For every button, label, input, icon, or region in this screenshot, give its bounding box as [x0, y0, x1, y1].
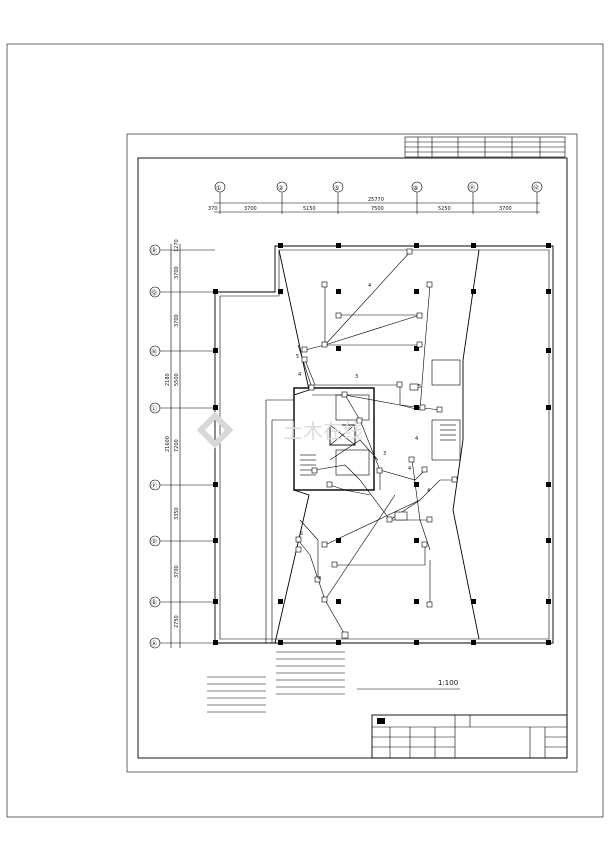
axis-label-left: Ⓠ [151, 289, 157, 297]
bay-dimension-left: 7200 [174, 439, 180, 452]
wire-label: 5 [296, 354, 299, 360]
building-outline [214, 245, 554, 644]
bay-dimension-top: 5250 [438, 206, 451, 212]
top-axis-row: ① ② ⑤ ⑧ ⑪ ⑫ 25770 370 3700 5150 7500 525… [208, 181, 543, 214]
wire-label: 5 [418, 384, 421, 390]
axis-label-top: ⑧ [413, 185, 418, 192]
watermark: 土木在线 [196, 411, 363, 449]
watermark-text: 土木在线 [283, 419, 363, 443]
axis-label-left: Ⓝ [151, 348, 157, 356]
wire-label: 4 [368, 283, 371, 289]
wire-label: 4 [415, 436, 418, 442]
legend-lines [207, 651, 345, 713]
revision-block [404, 136, 566, 158]
axis-label-top: ① [216, 185, 221, 192]
title-block [371, 714, 568, 759]
wire-label: 4 [298, 372, 301, 378]
axis-label-left: Ⓑ [151, 599, 157, 607]
bay-dimension-top: 5150 [303, 206, 316, 212]
bay-dimension-left: 3700 [174, 565, 180, 578]
axis-label-left: Ⓛ [151, 405, 157, 413]
overall-dimension-top: 25770 [368, 197, 384, 203]
wire-label: 4 [408, 466, 411, 472]
axis-label-top: ⑪ [469, 184, 475, 192]
electrical-devices [295, 248, 458, 639]
drawing-frame [126, 133, 578, 773]
axis-label-left: Ⓕ [151, 482, 157, 490]
sheet-outer-border [6, 43, 604, 818]
wire-label: 5 [300, 531, 303, 537]
bay-dimension-left: 5500 [174, 373, 180, 386]
bay-dimension-top: 7500 [371, 206, 384, 212]
bay-dimension-left: 3350 [174, 507, 180, 520]
bay-dimension-left: 3700 [174, 266, 180, 279]
overall-dimension-left: 21600 [165, 436, 171, 452]
axis-label-left: Ⓓ [151, 538, 157, 546]
wire-label: 4 [318, 576, 321, 582]
structural-columns [213, 243, 551, 645]
wire-label: 3 [355, 374, 358, 380]
electrical-wiring [297, 251, 455, 636]
wire-label: 4 [427, 488, 430, 494]
axis-label-top: ⑫ [533, 184, 539, 192]
axis-label-top: ② [278, 185, 284, 192]
wire-labels: 4 4 5 3 5 4 5 4 3 4 4 [296, 283, 430, 582]
axis-label-top: ⑤ [334, 185, 339, 192]
bay-dimension-top: 3700 [244, 206, 257, 212]
bay-dimension-left: 3700 [174, 314, 180, 327]
axis-label-left: Ⓐ [151, 640, 157, 648]
wire-label: 3 [383, 451, 386, 457]
scale-note: 1:100 [438, 679, 458, 687]
stair [300, 424, 456, 476]
left-axis-column: Ⓡ Ⓠ Ⓝ Ⓛ Ⓕ Ⓓ Ⓑ Ⓐ 1270 3700 3700 5500 7200… [149, 239, 215, 649]
axis-label-left: Ⓡ [151, 247, 157, 255]
bay-dimension-top: 370 [208, 206, 218, 212]
bay-dimension-left: 1270 [174, 239, 180, 252]
bay-dimension-left: 2750 [174, 615, 180, 628]
sub-dimension-left: 2180 [165, 373, 171, 386]
bay-dimension-top: 3700 [499, 206, 512, 212]
drawing-inner-frame [137, 157, 568, 759]
